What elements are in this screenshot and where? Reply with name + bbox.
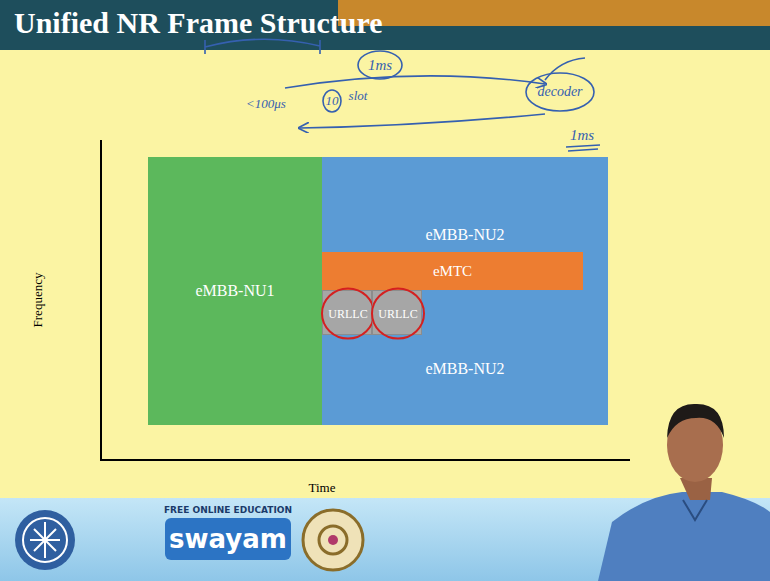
handwriting <box>205 39 600 151</box>
box-label: eMBB-NU2 <box>425 360 504 378</box>
swayam-logo <box>165 518 291 560</box>
slot-box: URLLC <box>322 290 372 335</box>
box-label: eMBB-NU2 <box>425 226 504 244</box>
handwritten-note: 1ms <box>570 127 594 144</box>
slot-box: URLLC <box>372 290 422 335</box>
axis-label: Time <box>309 480 336 496</box>
logo-text: swayam <box>169 524 287 554</box>
slide-title: Unified NR Frame Structure <box>14 6 383 40</box>
partner-logo <box>303 510 363 570</box>
handwritten-note: 1ms <box>368 57 392 74</box>
institute-logo <box>15 510 75 570</box>
handwritten-note: decoder <box>537 84 582 100</box>
box-label: URLLC <box>378 306 417 321</box>
title-bar <box>0 0 770 50</box>
axis-label: Frequency <box>30 273 46 328</box>
logo-text: FREE ONLINE EDUCATION <box>164 505 292 515</box>
presenter-photo <box>598 404 770 581</box>
handwritten-note: <100μs <box>246 96 286 112</box>
time-axis <box>100 459 630 461</box>
frequency-axis <box>100 140 102 460</box>
handwritten-note: 10 <box>326 93 339 109</box>
box-label: eMTC <box>433 263 472 280</box>
handwritten-note: slot <box>349 88 368 104</box>
region-box: eMBB-NU2 eMBB-NU2 eMTC URLLC URLLC <box>322 157 608 425</box>
box-label: URLLC <box>328 306 367 321</box>
band-box: eMTC <box>322 252 583 290</box>
title-accent <box>338 0 770 26</box>
box-label: eMBB-NU1 <box>195 282 274 300</box>
region-box: eMBB-NU1 <box>148 157 322 425</box>
